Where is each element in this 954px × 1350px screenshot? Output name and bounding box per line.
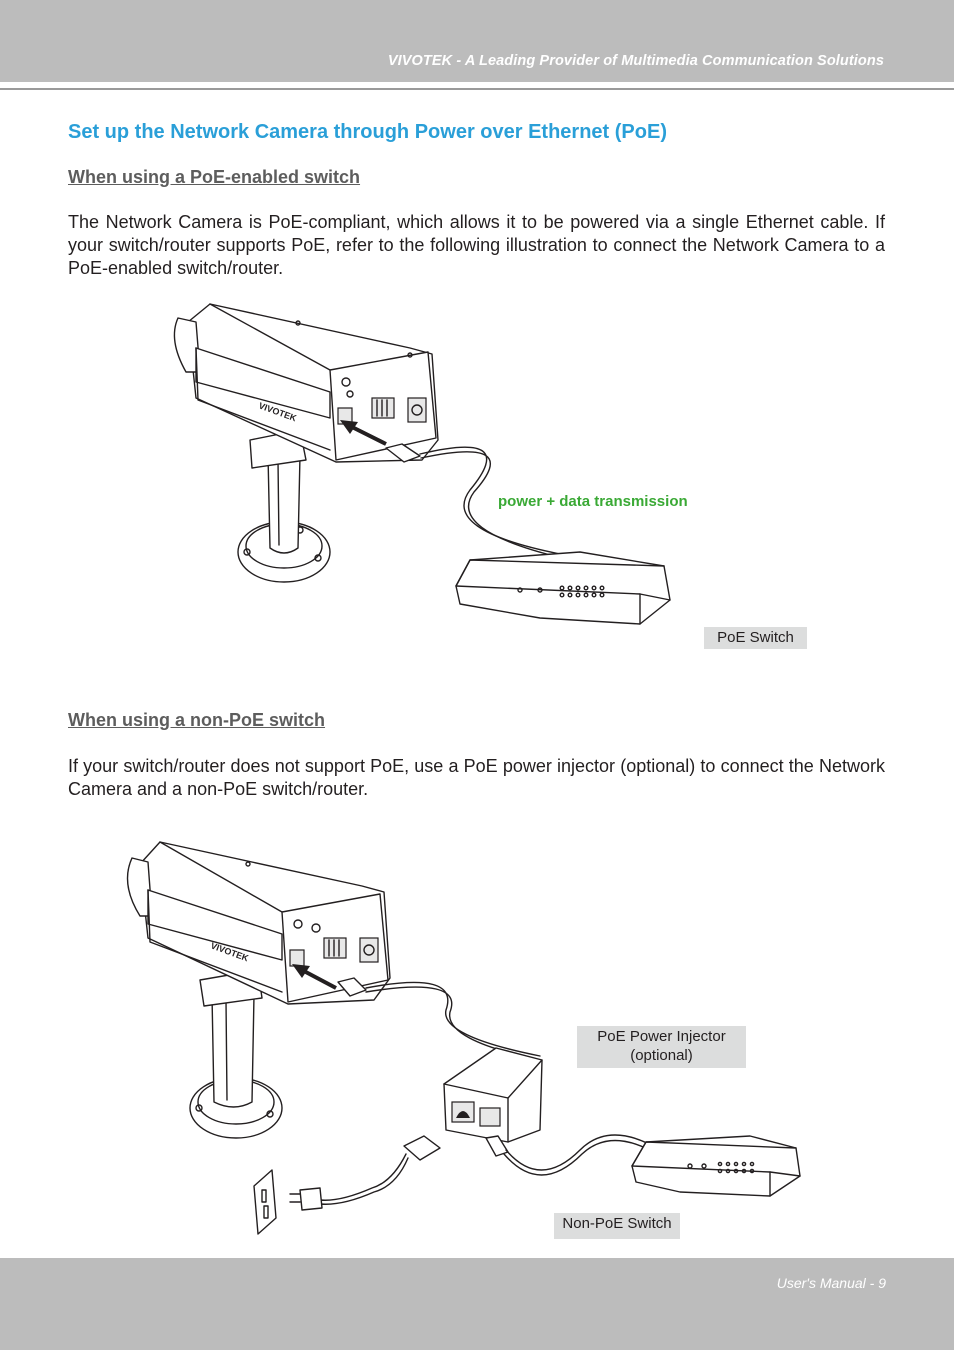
- poe-switch-label: PoE Switch: [704, 627, 807, 649]
- page-title: Set up the Network Camera through Power …: [68, 121, 667, 143]
- non-poe-switch-heading: When using a non-PoE switch: [68, 710, 326, 730]
- non-poe-switch-paragraph: If your switch/router does not support P…: [68, 756, 885, 799]
- poe-injector-label-line1: PoE Power Injector: [597, 1028, 726, 1045]
- non-poe-switch-diagram: VIVOTEK: [126, 841, 801, 1235]
- camera-body: VIVOTEK: [173, 303, 439, 463]
- header-divider: [0, 88, 954, 90]
- poe-switch-device: [455, 551, 671, 625]
- ethernet-cable: [337, 977, 541, 1061]
- power-cord: [289, 1135, 441, 1211]
- cable-label: power + data transmission: [498, 493, 688, 510]
- header-band: [0, 0, 954, 82]
- poe-switch-paragraph: The Network Camera is PoE-compliant, whi…: [68, 212, 885, 278]
- camera-mount: [189, 969, 283, 1139]
- ethernet-cable: [385, 443, 563, 559]
- poe-switch-diagram: VIVOTEK: [173, 303, 671, 625]
- poe-switch-heading: When using a PoE-enabled switch: [68, 167, 361, 187]
- poe-injector-label-line2: (optional): [630, 1047, 693, 1064]
- connection-arrow: [340, 420, 387, 446]
- camera-body: VIVOTEK: [126, 841, 391, 1005]
- non-poe-switch-device: [631, 1135, 801, 1197]
- footer-band: [0, 1258, 954, 1350]
- poe-injector-device: [443, 1047, 543, 1143]
- page-number: User's Manual - 9: [776, 1275, 886, 1291]
- poe-injector-label: PoE Power Injector (optional): [577, 1026, 746, 1068]
- header-tagline: VIVOTEK - A Leading Provider of Multimed…: [387, 53, 884, 69]
- connection-arrow: [292, 964, 337, 990]
- network-cable: [485, 1134, 661, 1176]
- non-poe-switch-label: Non-PoE Switch: [554, 1213, 680, 1239]
- wall-outlet: [253, 1169, 277, 1235]
